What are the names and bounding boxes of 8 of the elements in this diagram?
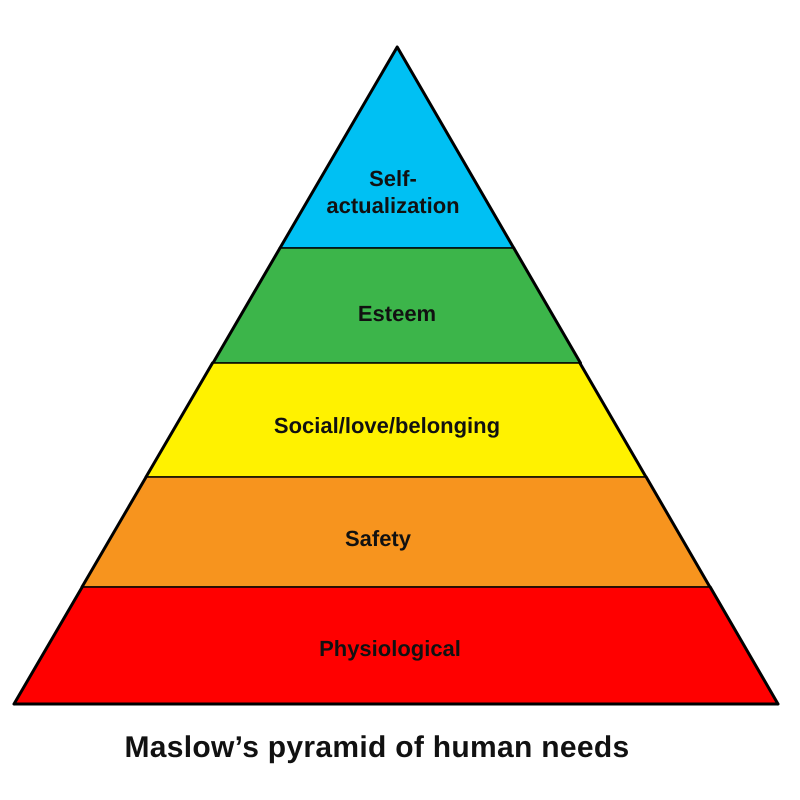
level-label: Safety — [344, 525, 411, 552]
level-label: Physiological — [319, 635, 461, 662]
level-label: Self-actualization — [326, 165, 460, 219]
level-label: Social/love/belonging — [274, 412, 500, 439]
pyramid-level — [11, 584, 781, 707]
pyramid-level — [210, 245, 584, 366]
caption: Maslow’s pyramid of human needs — [124, 730, 630, 766]
level-label: Esteem — [358, 300, 436, 327]
